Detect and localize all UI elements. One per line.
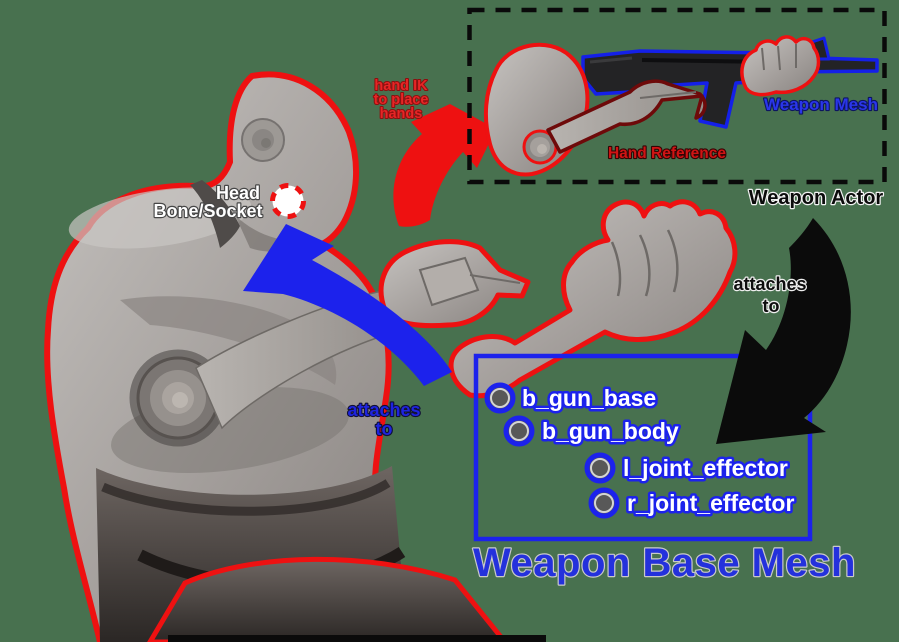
head-socket-label: Head Bone/Socket — [152, 182, 263, 222]
weapon-actor-dashed-border — [467, 7, 887, 185]
attaches-black-line-1: attaches — [733, 274, 806, 294]
bone-label: b_gun_body — [542, 418, 679, 444]
bone-icon — [588, 487, 620, 519]
bone-row: l_joint_effector — [584, 452, 790, 484]
mannequin-open-hand — [448, 199, 738, 399]
attaches-blue-line-1: attaches — [347, 400, 420, 420]
head-socket-line-2: Bone/Socket — [153, 201, 262, 221]
weapon-actor-box: Weapon Mesh Hand Reference Weapon Actor — [467, 7, 887, 210]
hand-ik-line-2: to place — [374, 92, 429, 108]
attaches-blue-line-2: to — [376, 419, 393, 439]
bone-label: b_gun_base — [522, 385, 656, 411]
bone-panel-border — [473, 353, 813, 542]
floor-strip — [168, 635, 546, 642]
bone-row: b_gun_base — [484, 382, 659, 414]
character-mannequin — [44, 71, 738, 642]
bone-icon — [484, 382, 516, 414]
attaches-to-black-label: attaches to — [732, 273, 807, 317]
bone-label: l_joint_effector — [623, 455, 788, 481]
attaches-black-line-2: to — [763, 296, 780, 316]
bone-panel: b_gun_base b_gun_body l_joint_effector r… — [473, 353, 813, 542]
attaches-to-blue-label: attaches to — [346, 399, 421, 440]
mannequin-thigh — [147, 556, 509, 642]
weapon-actor-figure — [484, 35, 879, 177]
weapon-actor-title: Weapon Actor — [749, 187, 884, 209]
attach-panel-arrow — [716, 218, 851, 444]
weapon-mesh-label: Weapon Mesh — [764, 95, 878, 114]
bone-icon — [584, 452, 616, 484]
hand-ik-line-3: hands — [380, 106, 423, 122]
reference-forearm-hand — [546, 79, 707, 154]
hand-ik-label: hand IK to place hands — [373, 77, 430, 123]
bone-row: b_gun_body — [503, 415, 681, 447]
bone-icon — [503, 415, 535, 447]
attach-head-arrow — [243, 224, 452, 386]
hand-ik-line-1: hand IK — [374, 78, 428, 94]
hand-reference-label: Hand Reference — [608, 145, 726, 162]
bone-label: r_joint_effector — [627, 490, 794, 516]
head-socket-line-1: Head — [216, 183, 260, 203]
bone-row: r_joint_effector — [588, 487, 797, 519]
head-socket-marker-icon — [270, 183, 306, 219]
panel-title: Weapon Base Mesh — [473, 541, 856, 585]
